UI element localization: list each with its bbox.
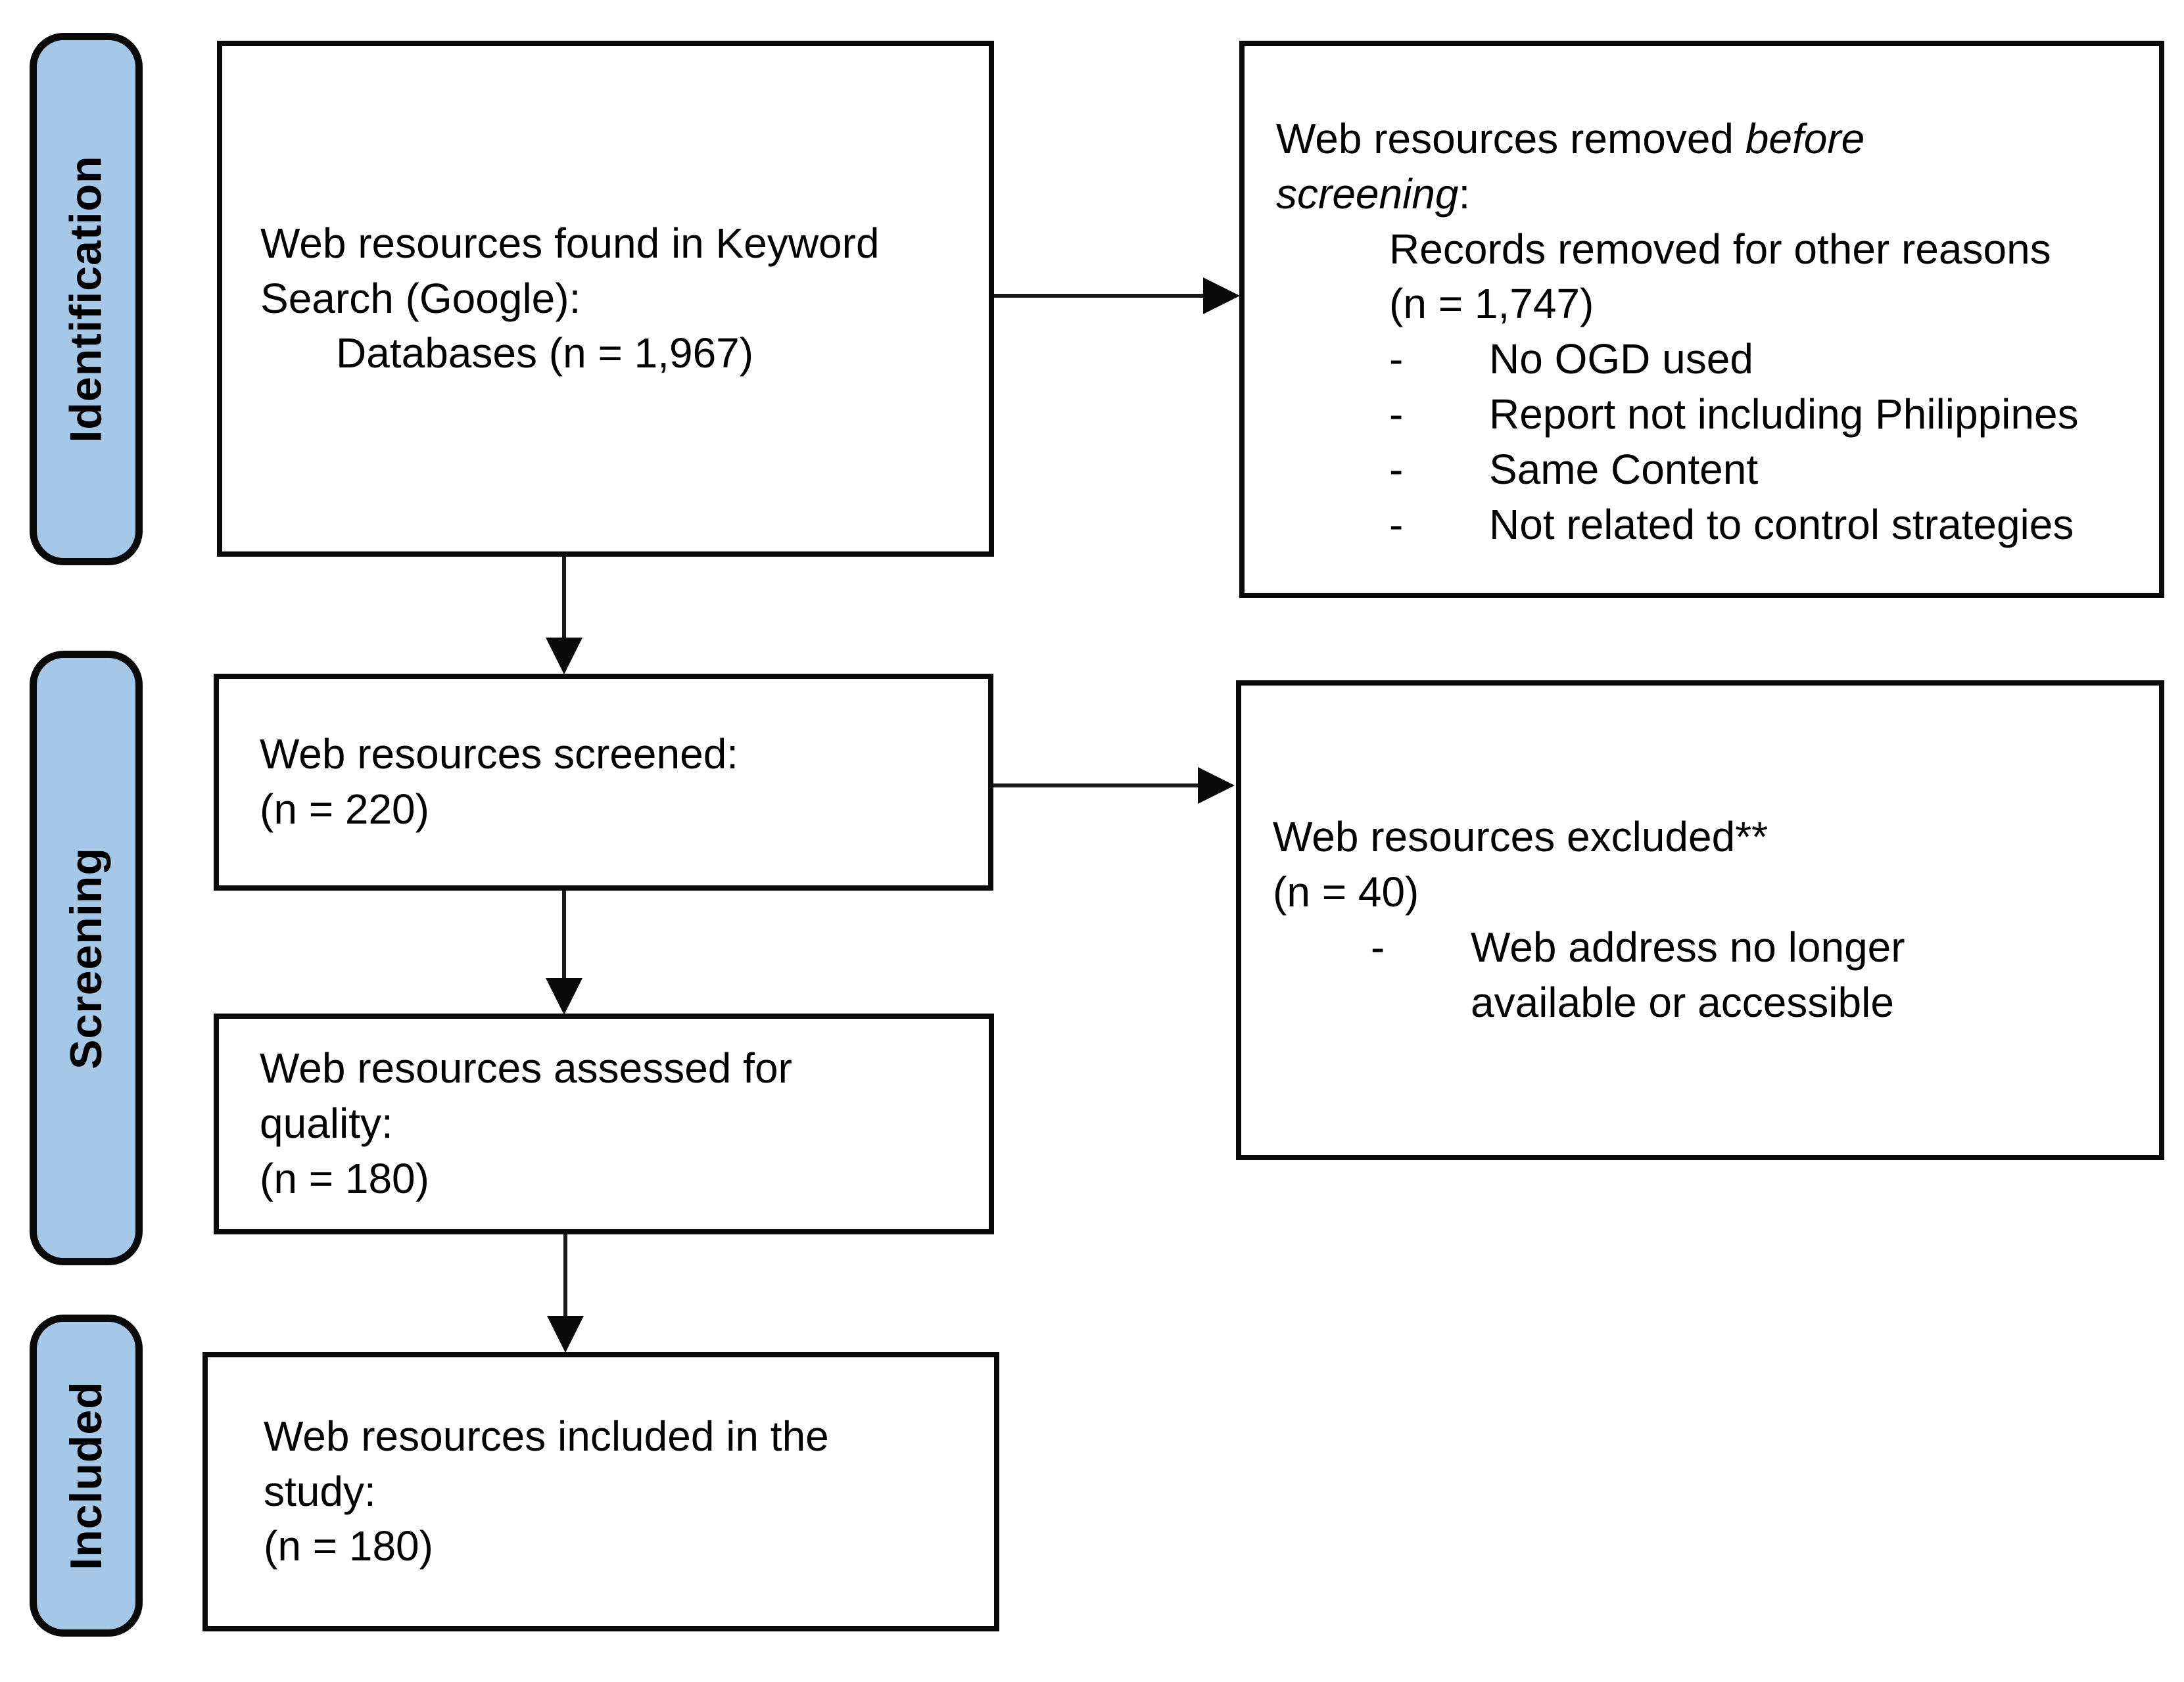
box-excluded-line1: Web resources excluded** bbox=[1273, 813, 1768, 861]
stage-included-label: Included bbox=[61, 1381, 112, 1570]
box-excluded-bullet: - Web address no longer available or acc… bbox=[1371, 920, 2139, 1031]
stage-screening-label: Screening bbox=[61, 847, 111, 1069]
box-assessed-line2: quality: bbox=[260, 1100, 393, 1148]
box-removed-bullet-4-text: Not related to control strategies bbox=[1489, 500, 2074, 548]
box-included-line3: (n = 180) bbox=[264, 1522, 433, 1570]
box-removed-title-line2: screening: bbox=[1276, 167, 2139, 222]
box-excluded: Web resources excluded** (n = 40) - Web … bbox=[1236, 680, 2164, 1160]
box-found-line2: Search (Google): bbox=[260, 274, 581, 322]
box-found-line1: Web resources found in Keyword bbox=[260, 219, 880, 267]
box-removed-bullet-3: - Same Content bbox=[1389, 442, 2139, 498]
arrow-assessed-to-included-line bbox=[563, 1234, 567, 1317]
box-removed-sub2: (n = 1,747) bbox=[1389, 280, 1594, 328]
box-removed-title-line1: Web resources removed before bbox=[1276, 112, 2139, 167]
box-excluded-bullet-text-line1: Web address no longer bbox=[1471, 923, 1905, 971]
box-included-line1: Web resources included in the bbox=[264, 1412, 829, 1460]
arrow-found-to-removed-head-icon bbox=[1203, 277, 1240, 314]
arrow-found-to-removed-line bbox=[994, 294, 1208, 298]
box-removed-title-italic1: before bbox=[1745, 115, 1865, 162]
box-removed-bullet-2-text: Report not including Philippines bbox=[1489, 390, 2079, 438]
box-screened: Web resources screened: (n = 220) bbox=[214, 674, 993, 891]
box-assessed-line1: Web resources assessed for bbox=[260, 1044, 792, 1092]
box-excluded-bullet-text: Web address no longer available or acces… bbox=[1471, 920, 1905, 1031]
stage-identification: Identification bbox=[30, 33, 143, 565]
box-excluded-bullet-text-line2: available or accessible bbox=[1471, 978, 1894, 1026]
box-found-line3: Databases (n = 1,967) bbox=[336, 329, 754, 377]
box-removed-bullet-1-text: No OGD used bbox=[1489, 335, 1753, 383]
arrow-screened-to-assessed-head-icon bbox=[546, 978, 582, 1015]
arrow-found-to-screened-line bbox=[562, 557, 566, 642]
stage-included: Included bbox=[30, 1315, 143, 1637]
box-excluded-line2: (n = 40) bbox=[1273, 868, 1419, 916]
arrow-screened-to-excluded-line bbox=[993, 783, 1202, 787]
arrow-screened-to-excluded-head-icon bbox=[1198, 767, 1235, 804]
box-removed-bullet-2: - Report not including Philippines bbox=[1389, 387, 2139, 442]
box-included: Web resources included in the study: (n … bbox=[202, 1352, 999, 1631]
box-removed-title-italic2: screening bbox=[1276, 170, 1459, 218]
arrow-assessed-to-included-head-icon bbox=[547, 1316, 584, 1353]
box-removed-title-regular: Web resources removed bbox=[1276, 115, 1745, 162]
box-removed-title-colon: : bbox=[1458, 170, 1471, 218]
box-assessed-line3: (n = 180) bbox=[260, 1154, 429, 1202]
box-screened-line2: (n = 220) bbox=[260, 785, 429, 833]
box-removed-bullet-1: - No OGD used bbox=[1389, 332, 2139, 387]
box-included-line2: study: bbox=[264, 1467, 376, 1515]
stage-screening: Screening bbox=[30, 651, 143, 1265]
box-assessed: Web resources assessed for quality: (n =… bbox=[214, 1014, 994, 1234]
box-screened-line1: Web resources screened: bbox=[260, 730, 739, 778]
box-removed-sub1: Records removed for other reasons bbox=[1389, 225, 2051, 273]
bullet-dash: - bbox=[1389, 335, 1404, 383]
bullet-dash: - bbox=[1389, 500, 1404, 548]
arrow-found-to-screened-head-icon bbox=[546, 638, 582, 674]
bullet-dash: - bbox=[1389, 445, 1404, 493]
bullet-dash: - bbox=[1389, 390, 1404, 438]
bullet-dash: - bbox=[1371, 923, 1385, 971]
box-removed-bullet-3-text: Same Content bbox=[1489, 445, 1759, 493]
box-removed: Web resources removed before screening: … bbox=[1239, 41, 2164, 598]
box-removed-bullet-4: - Not related to control strategies bbox=[1389, 498, 2139, 553]
box-found: Web resources found in Keyword Search (G… bbox=[217, 41, 994, 557]
arrow-screened-to-assessed-line bbox=[562, 891, 566, 979]
stage-identification-label: Identification bbox=[61, 155, 112, 443]
